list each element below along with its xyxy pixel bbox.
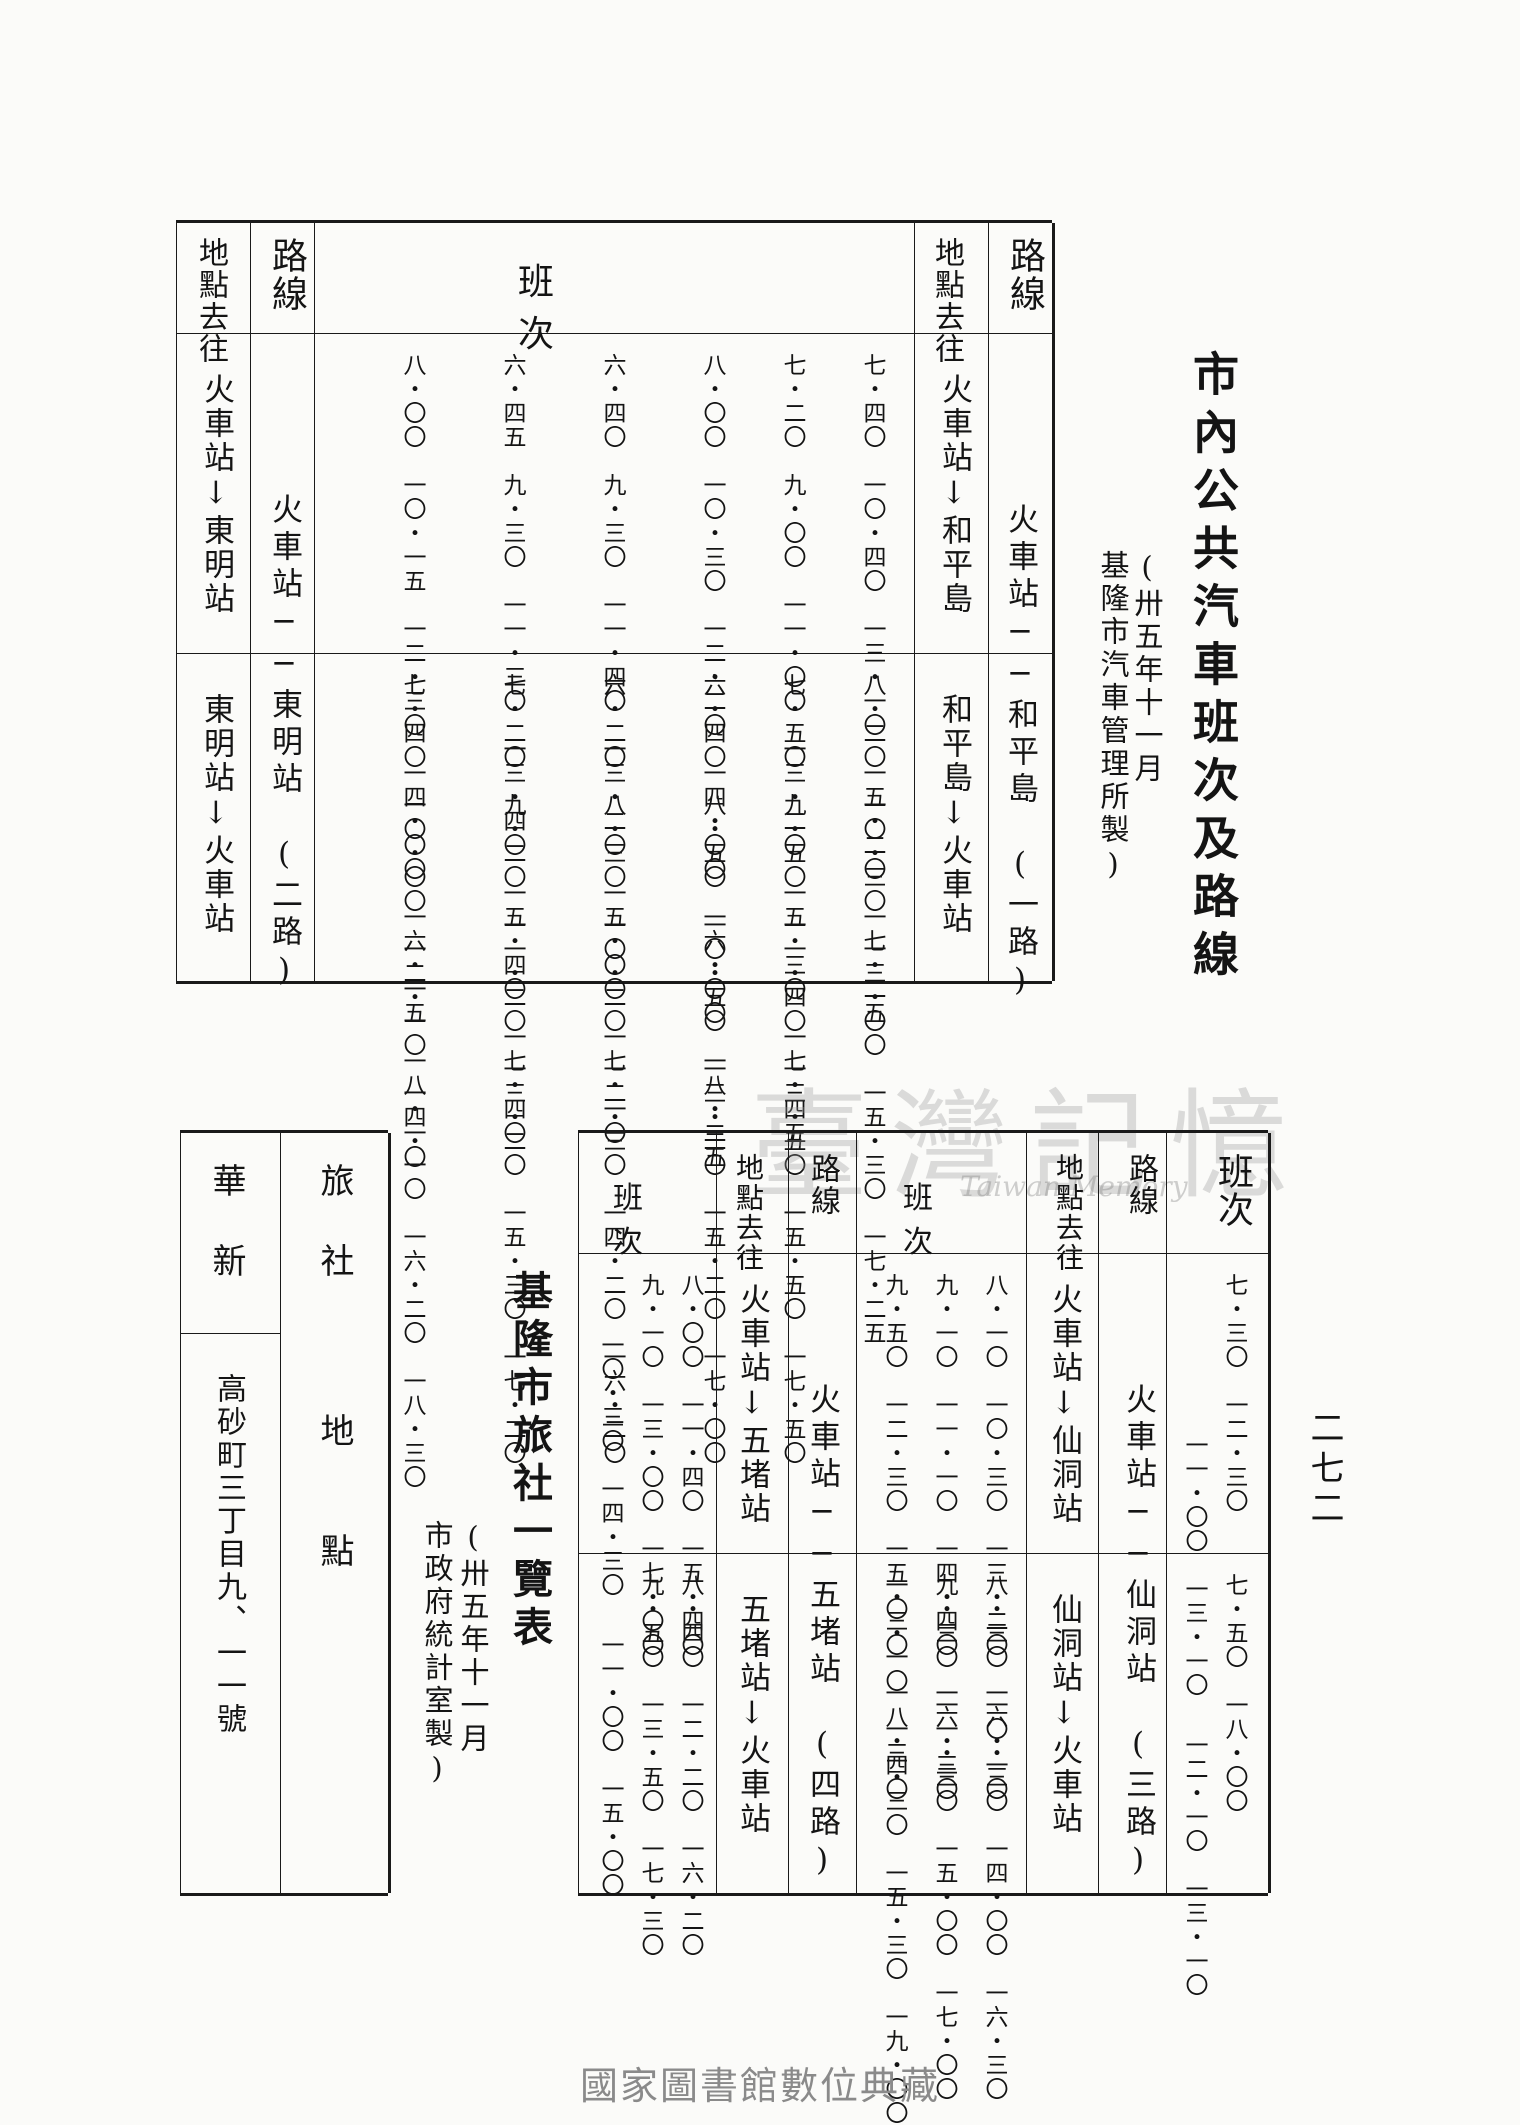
route2-name: 火車站──東明站 (二路)	[266, 493, 302, 994]
route2-out-times-1: 六・四〇 九・三〇 一一・四〇 一三・二〇 一五・〇〇 一七・一〇	[599, 353, 625, 1145]
route2-route-header: 路線	[266, 237, 307, 313]
route4-out-times-2: 九・一〇 一三・〇〇 一七・〇〇	[637, 1273, 663, 1657]
hotel-location-header: 地 點	[314, 1413, 354, 1573]
route4-route-header: 路線	[805, 1153, 840, 1217]
watermark-logo: 臺灣記憶	[750, 1077, 1311, 1215]
route2-place-header: 地點去往	[193, 237, 228, 365]
route1-out-times-1: 七・四〇 一〇・四〇 一三・一〇 一五・二〇 一七・二五	[859, 353, 885, 1025]
route1-out-times-3: 八・〇〇 一〇・三〇 一二・二〇 一四・〇〇 一六・〇〇 一八・二五	[699, 353, 725, 1169]
route4-out-times-1: 八・〇〇 一一・四〇 一五・四〇	[677, 1273, 703, 1657]
route2-back-times-3: 七・四〇 一〇・〇〇 一二・一〇 一四・一〇 一六・二〇 一八・三〇	[399, 673, 425, 1489]
route1-back-times-2: 七・五〇 九・五〇 一一・四〇 一三・五〇 一五・五〇 一七・五〇	[779, 673, 805, 1465]
route2-dir-out: 火車站↓東明站	[198, 373, 234, 616]
route3-route-header: 路線	[1123, 1153, 1158, 1217]
route2-dir-back: 東明站↓火車站	[198, 693, 234, 936]
route2-back-times-1: 六・二〇 八・三〇 一〇・二〇 一二・三〇 一四・二〇 一六・二〇	[599, 673, 625, 1465]
hotel-table: 旅 社 地 點 華 新 高砂町三丁目九、一一號	[180, 1130, 391, 1896]
route1-back-times-3: 六・四〇 八・五〇 一〇・五〇 一三・二〇 一五・二〇 一七・〇〇	[699, 673, 725, 1465]
route4-back-times-3: 一一・〇〇 一五・〇〇	[597, 1633, 623, 1897]
route4-back-times-2: 九・五〇 一三・五〇 一七・三〇	[637, 1573, 663, 1957]
route3-dir-out: 火車站↓仙洞站	[1046, 1283, 1082, 1526]
route1-place-header: 地點去往	[929, 237, 964, 365]
bus-table-top: 路線 地點去往 火車站──和平島 (一路) 火車站↓和平島 和平島↓火車站 班 …	[176, 220, 1055, 1489]
route1-dir-out: 火車站↓和平島	[936, 373, 972, 616]
route1-dir-back: 和平島↓火車站	[936, 693, 972, 936]
hotel-subtitle-1: (卅五年十一月	[456, 1520, 490, 1756]
bus-title: 市內公共汽車班次及路線	[1186, 350, 1240, 988]
route1-route-header: 路線	[1004, 237, 1045, 313]
route3-out-times-3: 九・五〇 一二・三〇 一五・三〇 一八・四〇	[881, 1273, 907, 1801]
route3-out-times-2: 九・一〇 一一・一〇 一四・四〇 一六・三〇	[931, 1273, 957, 1801]
bus-subtitle-2: 基隆市汽車管理所製)	[1096, 550, 1130, 885]
route4-dir-back: 五堵站↓火車站	[734, 1593, 770, 1836]
footer-credit: 國家圖書館數位典藏	[579, 2064, 940, 2108]
route4-place-header: 地點去往	[732, 1153, 765, 1273]
hotel-name-header: 旅 社	[314, 1163, 354, 1283]
route2-out-times-2: 六・四五 九・三〇 一一・三〇 一三・四〇 一五・四〇 一七・四〇	[499, 353, 525, 1145]
route4-out-times-3: 一〇・三〇 一四・三〇	[597, 1333, 623, 1597]
route3-back-times-3: 一〇・一〇 一三・三〇 一五・三〇 一九・〇〇	[881, 1573, 907, 2125]
schedule-header-top: 班 次	[517, 262, 911, 355]
route4-back-times-1: 八・四〇 一二・二〇 一六・二〇	[677, 1573, 703, 1957]
page-number: 二七二	[1304, 1410, 1344, 1530]
route3-times-a: 七・三〇 一二・三〇	[1221, 1273, 1247, 1513]
route3-back-times-2: 九・三〇 一一・三〇 一五・〇〇 一七・〇〇	[931, 1573, 957, 2101]
hotel-row-location: 高砂町三丁目九、一一號	[211, 1373, 246, 1736]
route2-back-times-2: 七・二〇 九・二〇 一一・二〇 一三・二〇 一五・三〇 一七・二〇	[499, 673, 525, 1465]
route3-times-b: 一一・〇〇 一三・一〇	[1181, 1433, 1207, 1697]
route3-schedule-mid-header: 班 次	[903, 1181, 1063, 1260]
bus-subtitle-1: (卅五年十一月	[1130, 550, 1164, 786]
route1-name: 火車站──和平島 (一路)	[1002, 503, 1038, 1004]
hotel-title: 基隆市旅社一覽表	[506, 1270, 553, 1654]
route2-out-times-3: 八・〇〇 一〇・一五 一二・三〇 一四・〇〇 一六・一五 一八・一〇	[399, 353, 425, 1169]
route4-name: 火車站──五堵站 (四路)	[804, 1383, 840, 1884]
route1-out-times-2: 七・二〇 九・〇〇 一一・〇〇 一三・二〇 一五・三〇 一七・四五	[779, 353, 805, 1145]
route4-dir-out: 火車站↓五堵站	[734, 1283, 770, 1526]
route1-back-times-1: 八・二〇 一〇・三〇 一三・〇〇 一五・三〇 一七・二五	[859, 673, 885, 1345]
route3-times-d: 一二・一〇 一三・一〇	[1181, 1733, 1207, 1997]
route3-out-times-1: 八・一〇 一〇・三〇 一三・二〇 一六・一〇	[981, 1273, 1007, 1801]
route3-times-c: 七・五〇 一八・〇〇	[1221, 1573, 1247, 1813]
route3-place-header: 地點去往	[1052, 1153, 1085, 1273]
route3-dir-back: 仙洞站↓火車站	[1046, 1593, 1082, 1836]
route3-name: 火車站──仙洞站 (三路)	[1120, 1383, 1156, 1884]
route3-schedule-header: 班次	[1212, 1153, 1253, 1229]
route4-schedule-header: 班 次	[613, 1181, 753, 1260]
hotel-row-name: 華 新	[206, 1163, 246, 1283]
bus-table-bottom: 班次 七・三〇 一二・三〇 一一・〇〇 一三・一〇 七・五〇 一八・〇〇 一二・…	[578, 1130, 1271, 2125]
watermark-text: Taiwan Memory	[960, 1170, 1188, 1203]
hotel-subtitle-2: 市政府統計室製)	[420, 1520, 454, 1789]
route3-back-times-1: 八・三〇 一〇・三〇 一四・〇〇 一六・三〇	[981, 1573, 1007, 2101]
